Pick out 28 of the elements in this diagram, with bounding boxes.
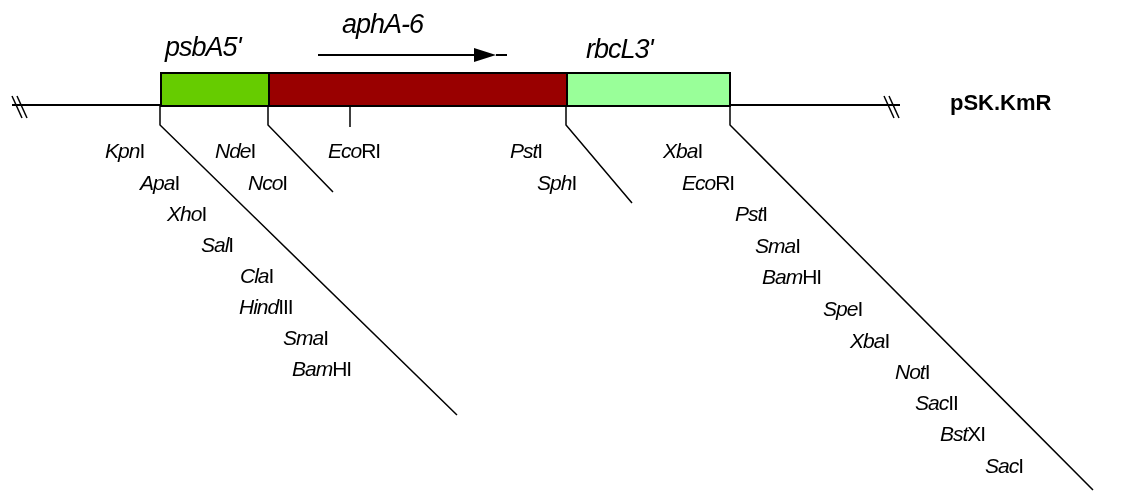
restriction-site-label: PstI xyxy=(735,203,768,224)
restriction-site-label: EcoRI xyxy=(682,172,735,193)
restriction-site-label: KpnI xyxy=(105,140,145,161)
restriction-site-label: BamHI xyxy=(292,358,352,379)
restriction-site-label: PstI xyxy=(510,140,543,161)
restriction-site-label: SphI xyxy=(537,172,577,193)
restriction-site-label: SacII xyxy=(915,392,958,413)
gene-label: psbA5' xyxy=(165,34,241,61)
restriction-site-label: XbaI xyxy=(663,140,703,161)
restriction-site-label: NotI xyxy=(895,361,930,382)
restriction-site-label: HindIII xyxy=(239,296,293,317)
restriction-site-label: SpeI xyxy=(823,298,863,319)
restriction-site-label: SalI xyxy=(201,234,234,255)
gene-label: aphA-6 xyxy=(342,11,424,38)
restriction-site-label: SmaI xyxy=(755,235,801,256)
gene-label: rbcL3' xyxy=(586,36,653,63)
restriction-site-label: XhoI xyxy=(167,203,207,224)
restriction-site-label: BamHI xyxy=(762,266,822,287)
restriction-site-label: SacI xyxy=(985,455,1024,476)
restriction-site-label: EcoRI xyxy=(328,140,381,161)
restriction-site-label: ApaI xyxy=(140,172,180,193)
plasmid-name: pSK.KmR xyxy=(950,90,1052,116)
restriction-site-label: SmaI xyxy=(283,327,329,348)
restriction-site-label: NcoI xyxy=(248,172,288,193)
restriction-site-label: BstXI xyxy=(940,423,986,444)
restriction-site-label: NdeI xyxy=(215,140,256,161)
restriction-site-label: ClaI xyxy=(240,265,274,286)
restriction-site-label: XbaI xyxy=(850,330,890,351)
